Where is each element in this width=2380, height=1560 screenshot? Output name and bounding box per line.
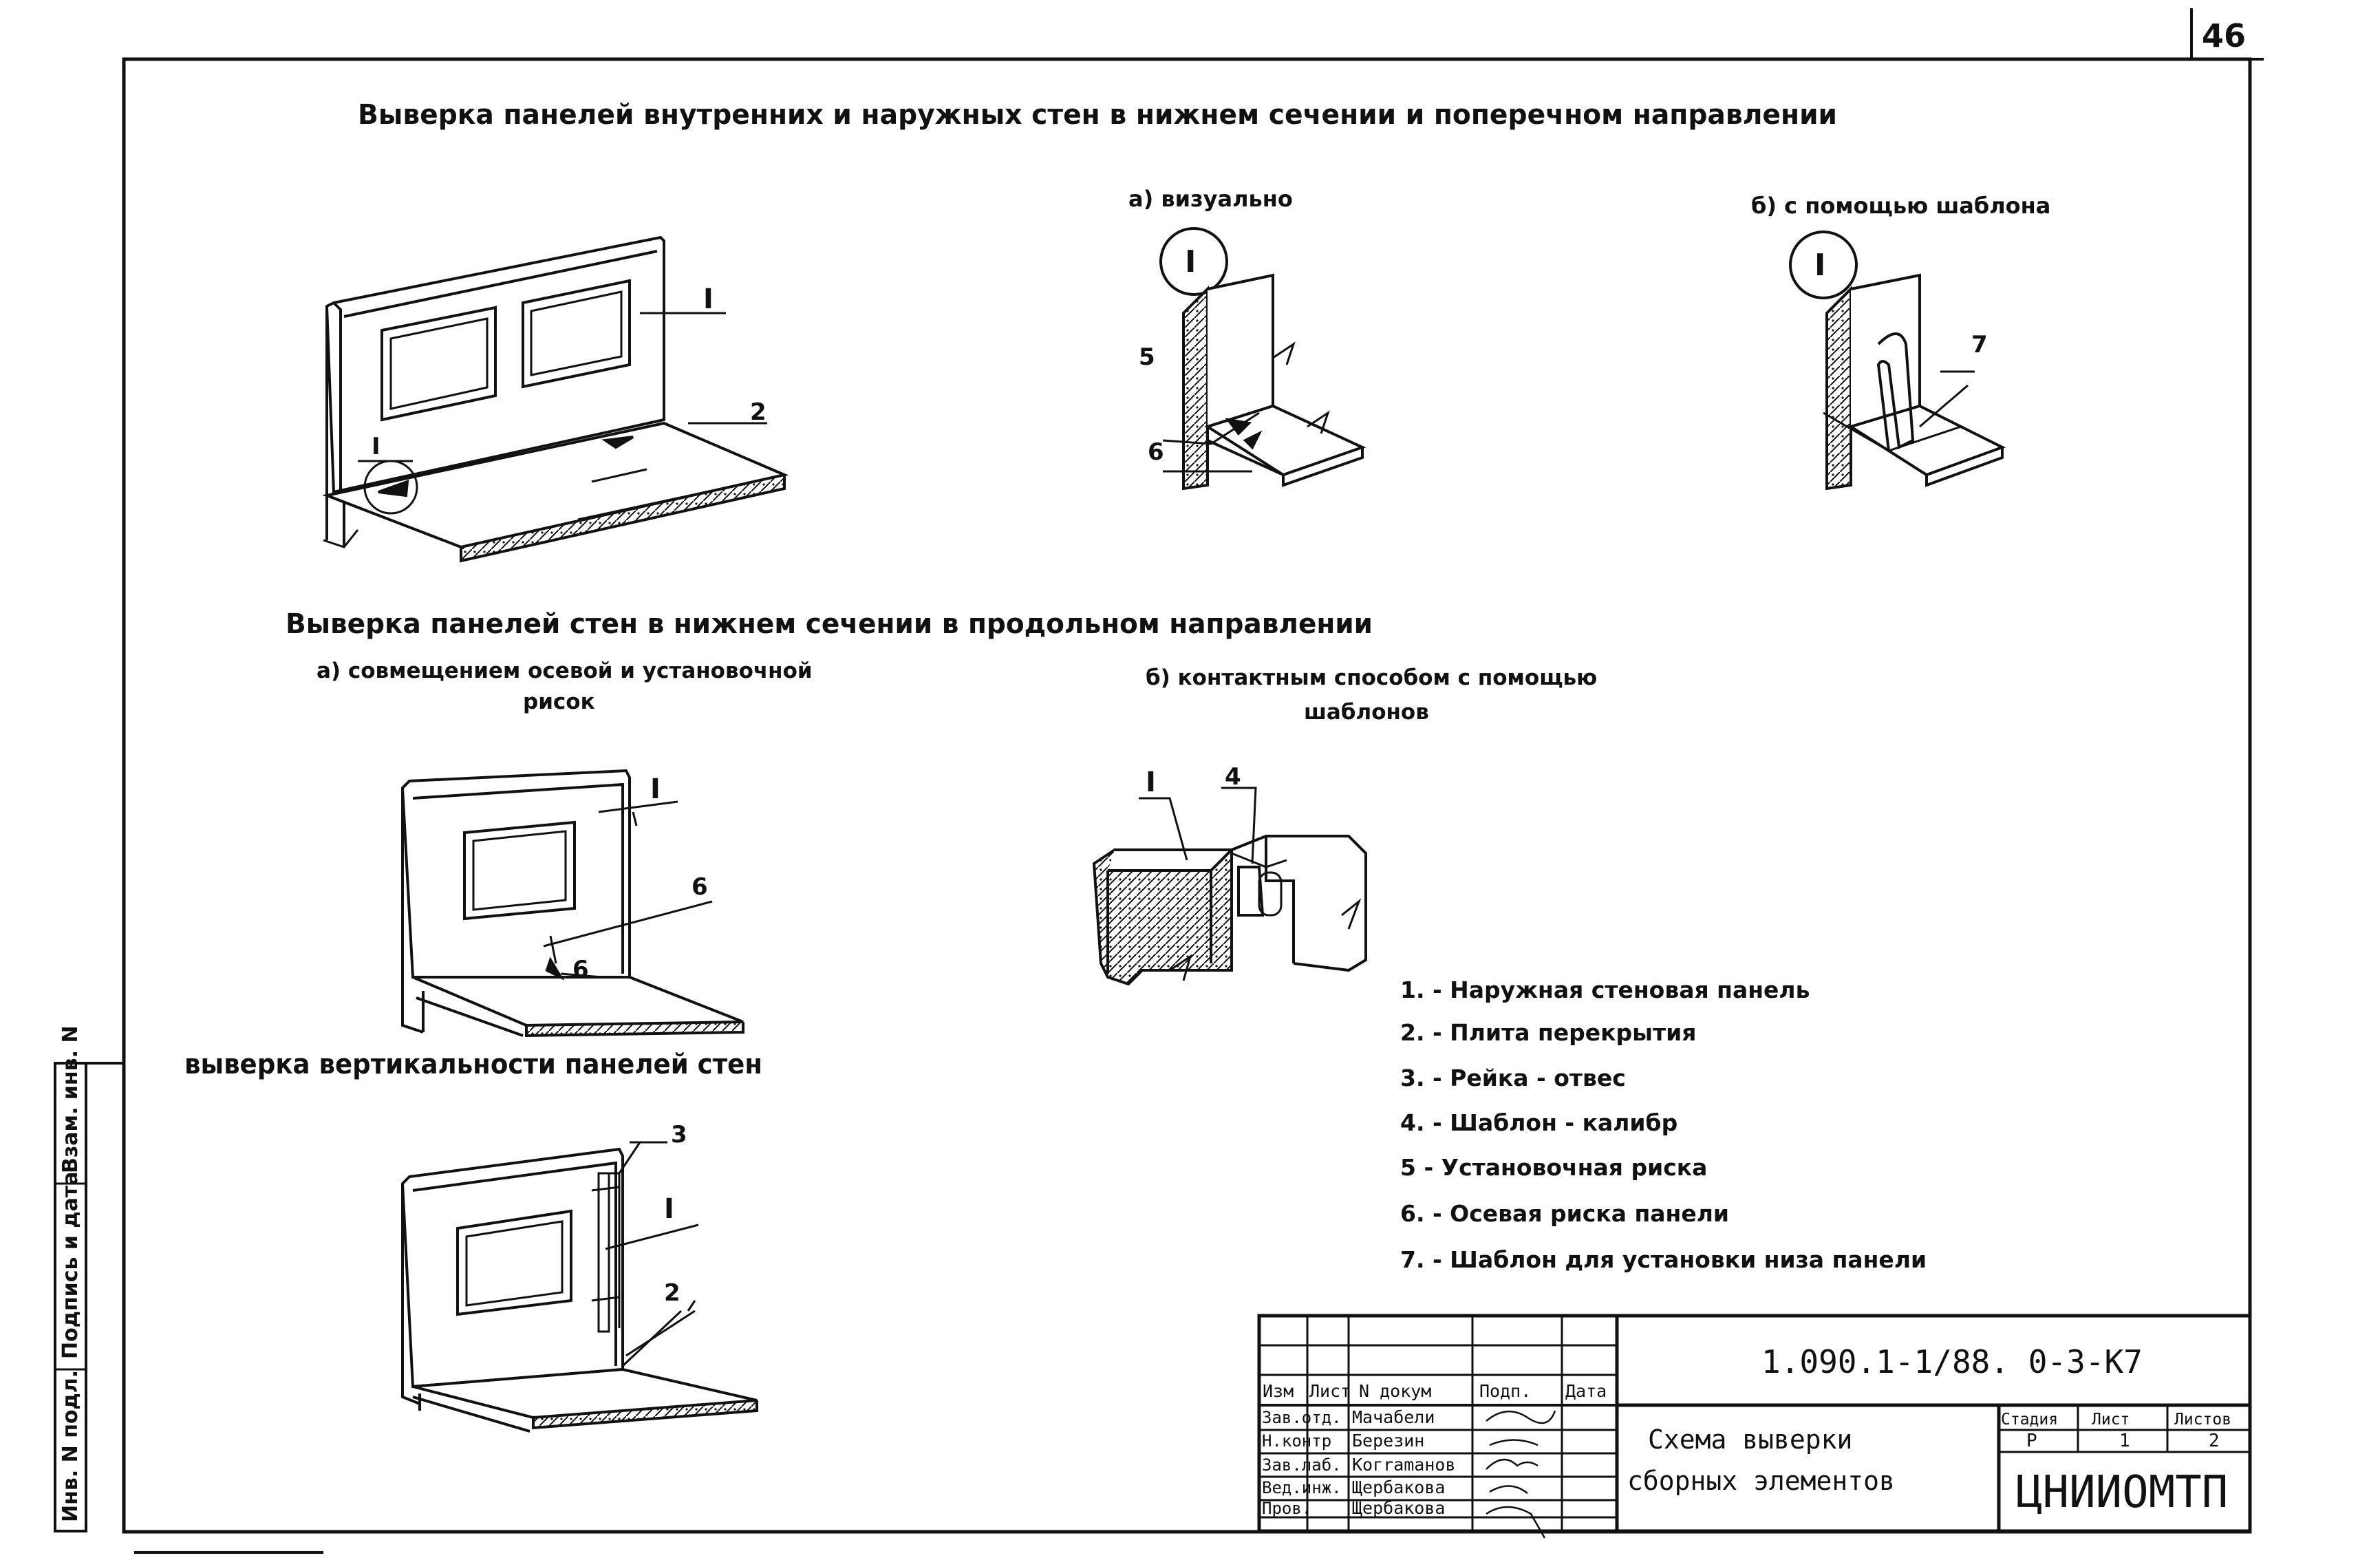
axis-fig-label-6-bottom: 6 bbox=[572, 956, 589, 983]
sheet-label: Лист bbox=[2092, 1411, 2130, 1429]
tb-row2-name: Березин bbox=[1352, 1431, 1424, 1451]
tb-header-podp: Подп. bbox=[1479, 1381, 1531, 1401]
tb-header-list: Лист bbox=[1309, 1381, 1351, 1401]
axis-fig-label-6-top: 6 bbox=[692, 873, 708, 901]
stage-value: Р bbox=[2026, 1431, 2037, 1451]
tb-row5-name: Щербакова bbox=[1352, 1498, 1445, 1518]
visual-label-5: 5 bbox=[1139, 343, 1155, 371]
stamp-vzam-inv: Взам. инв. N bbox=[58, 1025, 83, 1173]
legend: 1. - Наружная стеновая панель 2. - Плита… bbox=[1400, 976, 1927, 1273]
tb-row4-role: Вед.инж. bbox=[1262, 1478, 1342, 1497]
vertical-check-figure bbox=[400, 1141, 758, 1433]
organization: ЦНИИОМТП bbox=[2016, 1467, 2228, 1518]
tb-row1-name: Мачабели bbox=[1352, 1407, 1435, 1427]
visual-node-I: I bbox=[1185, 244, 1196, 279]
long-a-line1: а) совмещением осевой и установочной bbox=[317, 659, 813, 683]
stamp-podpis-data: Подпись и дата bbox=[58, 1172, 83, 1359]
side-stamp: Взам. инв. N Подпись и дата Инв. N подл. bbox=[54, 1025, 124, 1532]
legend-item-5: 5 - Установочная риска bbox=[1400, 1154, 1707, 1181]
axis-fig-label-I: I bbox=[650, 773, 661, 805]
fig1-label-I: I bbox=[703, 284, 714, 315]
stage-label: Стадия bbox=[2001, 1411, 2058, 1429]
tb-row3-role: Зав.лаб. bbox=[1262, 1455, 1342, 1475]
sheet-number: 46 bbox=[2202, 17, 2246, 54]
title-block bbox=[1257, 1314, 2252, 1533]
legend-item-1: 1. - Наружная стеновая панель bbox=[1400, 976, 1810, 1003]
drawing-frame bbox=[122, 8, 2264, 1534]
tb-header-data: Дата bbox=[1565, 1381, 1607, 1401]
tb-row4-name: Щербакова bbox=[1352, 1477, 1445, 1497]
tb-row5-role: Пров. bbox=[1262, 1499, 1311, 1518]
panel-two-windows-figure bbox=[322, 235, 789, 563]
legend-item-4: 4. - Шаблон - калибр bbox=[1400, 1109, 1677, 1136]
template-label: б) с помощью шаблона bbox=[1751, 193, 2050, 219]
drawing-title-line2: сборных элементов bbox=[1627, 1466, 1895, 1496]
tb-header-izm: Изм bbox=[1263, 1381, 1294, 1401]
contact-label-I: I bbox=[1146, 767, 1156, 798]
vertical-title: выверка вертикальности панелей стен bbox=[184, 1049, 762, 1080]
sheets-value: 2 bbox=[2209, 1431, 2220, 1451]
legend-item-3: 3. - Рейка - отвес bbox=[1400, 1065, 1626, 1091]
visual-label: а) визуально bbox=[1128, 186, 1293, 212]
tb-row1-role: Зав.отд. bbox=[1262, 1408, 1342, 1427]
template-check-detail bbox=[1789, 231, 2006, 491]
visual-check-detail bbox=[1159, 227, 1366, 491]
long-a-line2: рисок bbox=[523, 690, 595, 714]
legend-item-6: 6. - Осевая риска панели bbox=[1400, 1200, 1729, 1227]
stamp-inv-podl: Инв. N подл. bbox=[58, 1370, 83, 1522]
longitudinal-title: Выверка панелей стен в нижнем сечении в … bbox=[286, 608, 1373, 640]
tb-row2-role: Н.контр bbox=[1262, 1431, 1331, 1451]
signatures bbox=[1486, 1410, 1556, 1539]
vertical-label-I: I bbox=[664, 1193, 674, 1225]
cross-direction-title: Выверка панелей внутренних и наружных ст… bbox=[358, 99, 1837, 131]
legend-item-2: 2. - Плита перекрытия bbox=[1400, 1019, 1696, 1046]
contact-label-4: 4 bbox=[1225, 763, 1241, 791]
long-b-line1: б) контактным способом с помощью bbox=[1146, 665, 1597, 690]
sheets-label: Листов bbox=[2174, 1411, 2231, 1429]
template-label-7: 7 bbox=[1971, 331, 1988, 359]
legend-item-7: 7. - Шаблон для установки низа панели bbox=[1400, 1246, 1927, 1273]
vertical-label-3: 3 bbox=[671, 1121, 687, 1148]
tb-row3-name: Когramанов bbox=[1352, 1455, 1456, 1475]
long-b-line2: шаблонов bbox=[1304, 700, 1429, 725]
visual-label-6: 6 bbox=[1148, 438, 1164, 466]
template-node-I: I bbox=[1814, 248, 1825, 283]
sheet-value: 1 bbox=[2119, 1431, 2130, 1451]
axis-alignment-figure bbox=[400, 769, 744, 1038]
contact-template-figure bbox=[1092, 787, 1367, 986]
fig1-label-2: 2 bbox=[750, 398, 766, 426]
doc-code: 1.090.1-1/88. 0-3-К7 bbox=[1761, 1343, 2143, 1380]
drawing-title-line1: Схема выверки bbox=[1648, 1424, 1852, 1455]
vertical-label-2: 2 bbox=[664, 1279, 680, 1307]
fig1-label-I-node: I bbox=[372, 433, 380, 460]
tb-header-ndok: N докум bbox=[1359, 1381, 1431, 1401]
